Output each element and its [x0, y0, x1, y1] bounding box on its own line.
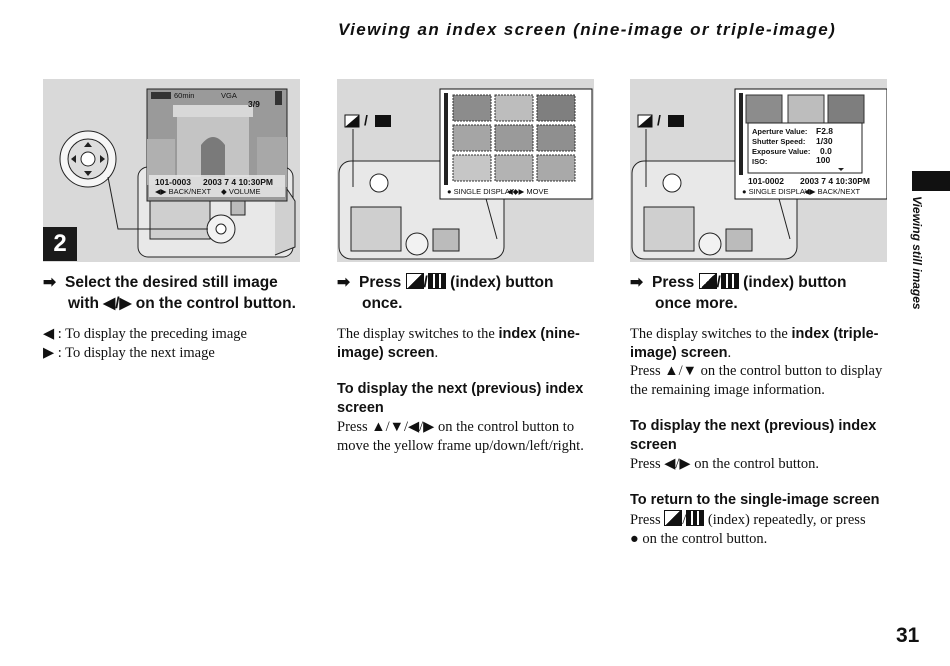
col3-heading-before: Press: [652, 274, 695, 291]
col3-p1-bold: index (triple-image) screen: [630, 326, 879, 361]
col3-heading-line2: once more.: [655, 295, 738, 312]
col2-heading-line2: once.: [362, 295, 403, 312]
page-number: 31: [896, 624, 920, 647]
exposure-value: 0.0: [820, 146, 832, 156]
col3-p3-before: Press: [630, 512, 661, 528]
col2-paragraph-2: Press ▲/▼/◀/▶ on the control button to m…: [337, 419, 584, 454]
screen-file-text: 101-0003: [155, 177, 191, 187]
col3-sub-heading-2: To return to the single-image screen: [630, 492, 880, 508]
iso-label: ISO:: [752, 157, 767, 166]
arrow-right-icon: ➡: [337, 274, 350, 291]
col3-p1-line2: Press ▲/▼ on the control button to displ…: [630, 363, 883, 398]
aperture-label: Aperture Value:: [752, 127, 807, 136]
triple-screen-hint-left: ● SINGLE DISPLAY: [742, 187, 809, 196]
col1-item-list: ◀ : To display the preceding image ▶ : T…: [43, 325, 313, 362]
screen-hint-left: ◀▶ BACK/NEXT: [155, 187, 212, 196]
nine-screen-hint-left: ● SINGLE DISPLAY: [447, 187, 514, 196]
triple-screen-date: 2003 7 4 10:30PM: [800, 176, 870, 186]
screen-hint-right: ◆ VOLUME: [221, 187, 261, 196]
step-number-badge: 2: [43, 227, 77, 261]
exposure-icon: [698, 273, 717, 289]
exposure-label: Exposure Value:: [752, 147, 810, 156]
section-tab-marker: [912, 171, 950, 191]
figure-triple-image-index: / Aperture Value: F2.8 Shutter Speed: 1/…: [630, 79, 887, 262]
exposure-icon: [405, 273, 424, 289]
index-icon: [427, 273, 446, 289]
side-label-text: Viewing still images: [910, 196, 924, 310]
list-item: ▶ : To display the next image: [43, 344, 215, 361]
arrow-right-icon: ➡: [43, 274, 56, 291]
col3-p1-after: .: [727, 344, 732, 361]
col3-sub-heading-1: To display the next (previous) index scr…: [630, 418, 877, 453]
page-title: Viewing an index screen (nine-image or t…: [338, 20, 837, 39]
screen-size-text: VGA: [221, 91, 237, 100]
col2-sub-heading: To display the next (previous) index scr…: [337, 381, 584, 416]
nine-screen-hint-right: ◀◆▶ MOVE: [507, 187, 548, 196]
exposure-icon: [664, 510, 683, 526]
shutter-value: 1/30: [816, 136, 833, 146]
col3-p1-before: The display switches to the: [630, 326, 788, 342]
svg-text:/: /: [657, 112, 661, 128]
arrow-right-icon: ➡: [630, 274, 643, 291]
col2-p1-before: The display switches to the: [337, 326, 495, 342]
figure-control-button: 60min VGA 3/9 101-0003 2003 7 4 10:30PM …: [43, 79, 300, 262]
list-item: ◀ : To display the preceding image: [43, 326, 247, 342]
col2-heading-before: Press: [359, 274, 402, 291]
col3-paragraph-2: Press ◀/▶ on the control button.: [630, 456, 820, 472]
index-icon: [686, 510, 705, 526]
figure-nine-image-index: / ● SINGLE DISPLAY ◀◆▶ MOVE: [337, 79, 594, 262]
col2-p1-after: .: [434, 344, 439, 361]
col2-heading-after: (index) button: [450, 274, 554, 291]
col1-heading-line1: Select the desired still image: [65, 274, 278, 291]
step-instruction-col3: ➡Press / (index) button once more.: [630, 272, 895, 314]
section-side-label: Viewing still images: [905, 196, 929, 326]
col3-paragraph-3: Press / (index) repeatedly, or press ● o…: [630, 510, 892, 548]
col2-paragraph-1: The display switches to the index (nine-…: [337, 325, 595, 362]
screen-battery-text: 60min: [174, 91, 194, 100]
screen-date-text: 2003 7 4 10:30PM: [203, 177, 273, 187]
triple-screen-hint-right: ◀▶ BACK/NEXT: [804, 187, 861, 196]
col3-paragraph-1: The display switches to the index (tripl…: [630, 325, 888, 399]
col3-heading-after: (index) button: [743, 274, 847, 291]
shutter-label: Shutter Speed:: [752, 137, 805, 146]
aperture-value: F2.8: [816, 126, 833, 136]
svg-text:/: /: [364, 112, 368, 128]
col3-p3-line2: ● on the control button.: [630, 530, 768, 547]
iso-value: 100: [816, 155, 830, 165]
col3-p3-after: (index) repeatedly, or press: [707, 512, 866, 528]
step-instruction-col2: ➡Press / (index) button once.: [337, 272, 602, 314]
col1-heading-line2: with ◀/▶ on the control button.: [68, 295, 296, 312]
step-instruction-col1: ➡ Select the desired still image with ◀/▶…: [43, 272, 313, 314]
triple-screen-file: 101-0002: [748, 176, 784, 186]
col2-p1-bold: index (nine-image) screen: [337, 326, 580, 361]
index-icon: [720, 273, 739, 289]
screen-counter-text: 3/9: [248, 99, 260, 109]
